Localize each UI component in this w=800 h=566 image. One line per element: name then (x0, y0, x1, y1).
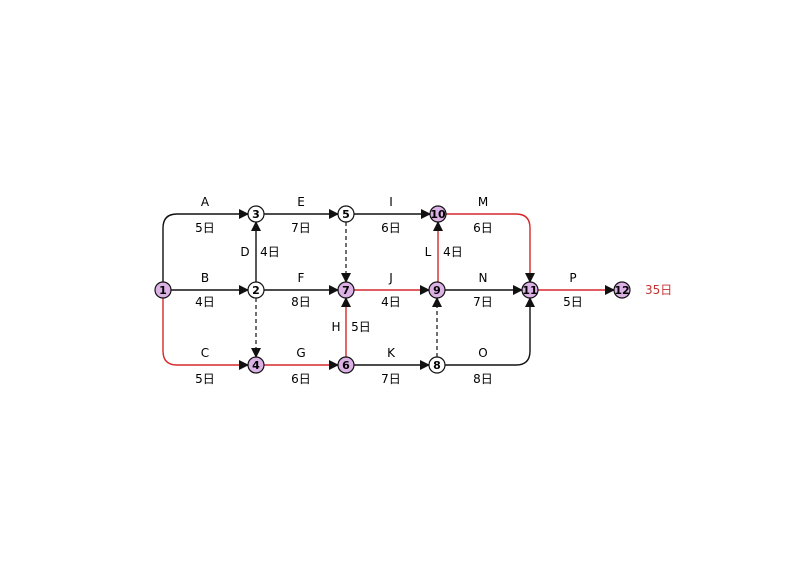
activity-name-e: E (297, 195, 305, 209)
labels-layer: A 5日 B 4日 C 5日 D 4日 E 7日 F 8日 G 6日 H 5日 I 6日 J 4日 K 7日 L 4日 M 6日 N… (195, 195, 583, 386)
activity-duration-g: 6日 (291, 372, 311, 386)
node-label-2: 2 (252, 284, 260, 297)
activity-duration-n: 7日 (473, 295, 493, 309)
node-label-4: 4 (252, 359, 260, 372)
activity-name-d: D (240, 245, 249, 259)
node-label-6: 6 (342, 359, 350, 372)
activity-arrow-c (162, 298, 249, 370)
activity-name-m: M (478, 195, 488, 209)
activity-duration-d: 4日 (260, 245, 280, 259)
activity-name-o: O (478, 346, 487, 360)
activity-duration-k: 7日 (381, 372, 401, 386)
activity-duration-m: 6日 (473, 221, 493, 235)
node-label-8: 8 (433, 359, 441, 372)
node-12 (613, 281, 631, 299)
activity-duration-p: 5日 (563, 295, 583, 309)
activity-name-f: F (298, 271, 305, 285)
node-5 (337, 205, 355, 223)
node-6 (337, 356, 355, 374)
node-4 (247, 356, 265, 374)
activity-arrow-o (445, 297, 535, 366)
node-label-5: 5 (342, 208, 350, 221)
activity-duration-o: 8日 (473, 372, 493, 386)
activity-name-l: L (425, 245, 432, 259)
node-2 (247, 281, 265, 299)
activity-duration-f: 8日 (291, 295, 311, 309)
node-label-9: 9 (433, 284, 441, 297)
activity-duration-j: 4日 (381, 295, 401, 309)
activity-duration-a: 5日 (195, 221, 215, 235)
node-label-3: 3 (252, 208, 260, 221)
node-label-1: 1 (159, 284, 167, 297)
activity-duration-i: 6日 (381, 221, 401, 235)
activity-arrow-a (162, 209, 249, 282)
node-label-12: 12 (614, 284, 629, 297)
node-11 (521, 281, 539, 299)
node-label-7: 7 (342, 284, 350, 297)
activity-name-j: J (388, 271, 393, 285)
activity-duration-e: 7日 (291, 221, 311, 235)
activity-name-p: P (569, 271, 576, 285)
activity-duration-l: 4日 (443, 245, 463, 259)
activity-name-n: N (479, 271, 488, 285)
node-9 (428, 281, 446, 299)
node-7 (337, 281, 355, 299)
activity-name-c: C (201, 346, 209, 360)
edges-layer (162, 209, 615, 370)
activity-name-g: G (296, 346, 305, 360)
activity-duration-b: 4日 (195, 295, 215, 309)
node-1 (154, 281, 172, 299)
activity-name-i: I (389, 195, 393, 209)
node-8 (428, 356, 446, 374)
node-label-11: 11 (522, 284, 537, 297)
activity-arrow-m (446, 213, 535, 283)
node-3 (247, 205, 265, 223)
node-10 (429, 205, 447, 223)
activity-duration-h: 5日 (351, 320, 371, 334)
activity-name-a: A (201, 195, 210, 209)
activity-name-h: H (331, 320, 340, 334)
activity-duration-c: 5日 (195, 372, 215, 386)
total-duration-label: 35日 (645, 283, 672, 297)
activity-name-b: B (201, 271, 209, 285)
activity-name-k: K (387, 346, 396, 360)
node-label-10: 10 (430, 208, 446, 221)
